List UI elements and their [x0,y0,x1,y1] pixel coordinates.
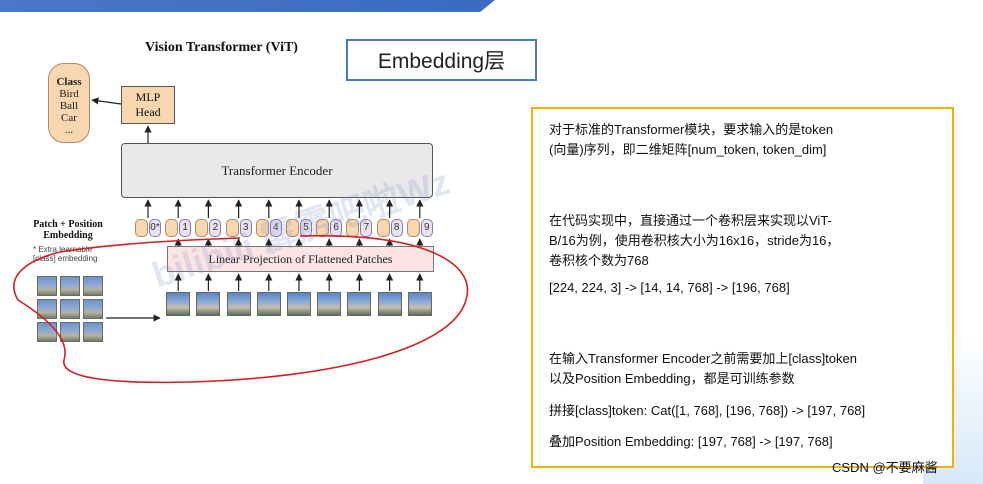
image-patch-thumb [83,299,103,319]
patch-token: 8 [390,219,403,237]
flattened-patch-image [256,292,281,316]
flattened-patch-image [196,292,221,316]
csdn-credit: CSDN @不要麻酱 [832,460,938,475]
note-line: 对于标准的Transformer模块，要求输入的是token [549,122,834,137]
image-patch-thumb [37,276,57,296]
extra-learnable-label: * Extra learnable [class] embedding [33,245,123,263]
image-patch-thumb [83,322,103,342]
image-patch-thumb [37,322,57,342]
note-concat-class-token: 拼接[class]token: Cat([1, 768], [196, 768]… [549,403,866,418]
note-add-position-embedding: 叠加Position Embedding: [197, 768] -> [197… [549,434,833,449]
mlp-head-box: MLP Head [121,86,175,124]
flattened-patch-image [317,292,342,316]
note-line: 在输入Transformer Encoder之前需要加上[class]token [549,351,857,366]
patch-token: 4 [269,219,282,237]
flattened-patch-image [287,292,311,316]
class-output-box: Class Bird Ball Car ... [48,63,90,143]
flattened-patch-image [226,292,251,316]
section-title: Embedding层 [346,39,537,81]
image-patch-thumb [37,299,57,319]
note-line: 卷积核个数为768 [549,253,649,268]
flattened-patch-image [347,292,372,316]
extra-label-line: [class] embedding [33,254,98,263]
patch-token: 7 [360,219,373,237]
position-embedding-token [165,219,179,237]
note-paragraph-2: 在代码实现中，直接通过一个卷积层来实现以ViT- B/16为例，使用卷积核大小为… [549,211,839,271]
mlp-line: MLP [135,90,161,104]
class-item: ... [64,124,74,136]
position-label-line: Patch + Position [33,219,103,230]
arrow-mlp-to-class [91,97,122,105]
position-embedding-token [135,219,148,237]
image-patch-thumb [83,276,103,296]
position-embedding-label: Patch + Position Embedding [28,219,108,241]
patch-token: 9 [420,219,433,237]
class-item: Bird [59,88,79,100]
top-accent-bar [0,0,495,12]
note-line: B/16为例，使用卷积核大小为16x16，stride为16， [549,233,840,248]
note-line: 以及Position Embedding，都是可训练参数 [549,371,795,386]
note-paragraph-4: 在输入Transformer Encoder之前需要加上[class]token… [549,349,857,389]
notes-panel [531,107,954,468]
extra-label-line: * Extra learnable [33,245,93,254]
flattened-patch-image [377,292,402,316]
patch-token: 1 [179,219,192,237]
flattened-patch-image [407,292,432,316]
class-title: Class [56,76,82,88]
patch-token: 6 [330,219,343,237]
image-patch-thumb [60,299,80,319]
position-embedding-token [406,219,420,237]
class-item: Car [61,112,77,124]
note-shape-transform: [224, 224, 3] -> [14, 14, 768] -> [196, … [549,280,790,295]
note-paragraph-1: 对于标准的Transformer模块，要求输入的是token (向量)序列，即二… [549,120,833,160]
mlp-line: Head [135,105,161,119]
note-line: 在代码实现中，直接通过一个卷积层来实现以ViT- [549,213,832,228]
class-item: Ball [59,100,79,112]
position-label-line: Embedding [43,230,93,241]
image-patch-thumb [60,276,80,296]
transformer-encoder-box: Transformer Encoder [121,143,433,198]
diagram-title: Vision Transformer (ViT) [145,40,298,55]
note-line: (向量)序列，即二维矩阵[num_token, token_dim] [549,142,827,157]
patch-token: 0* [149,219,161,237]
image-patch-thumb [60,322,80,342]
